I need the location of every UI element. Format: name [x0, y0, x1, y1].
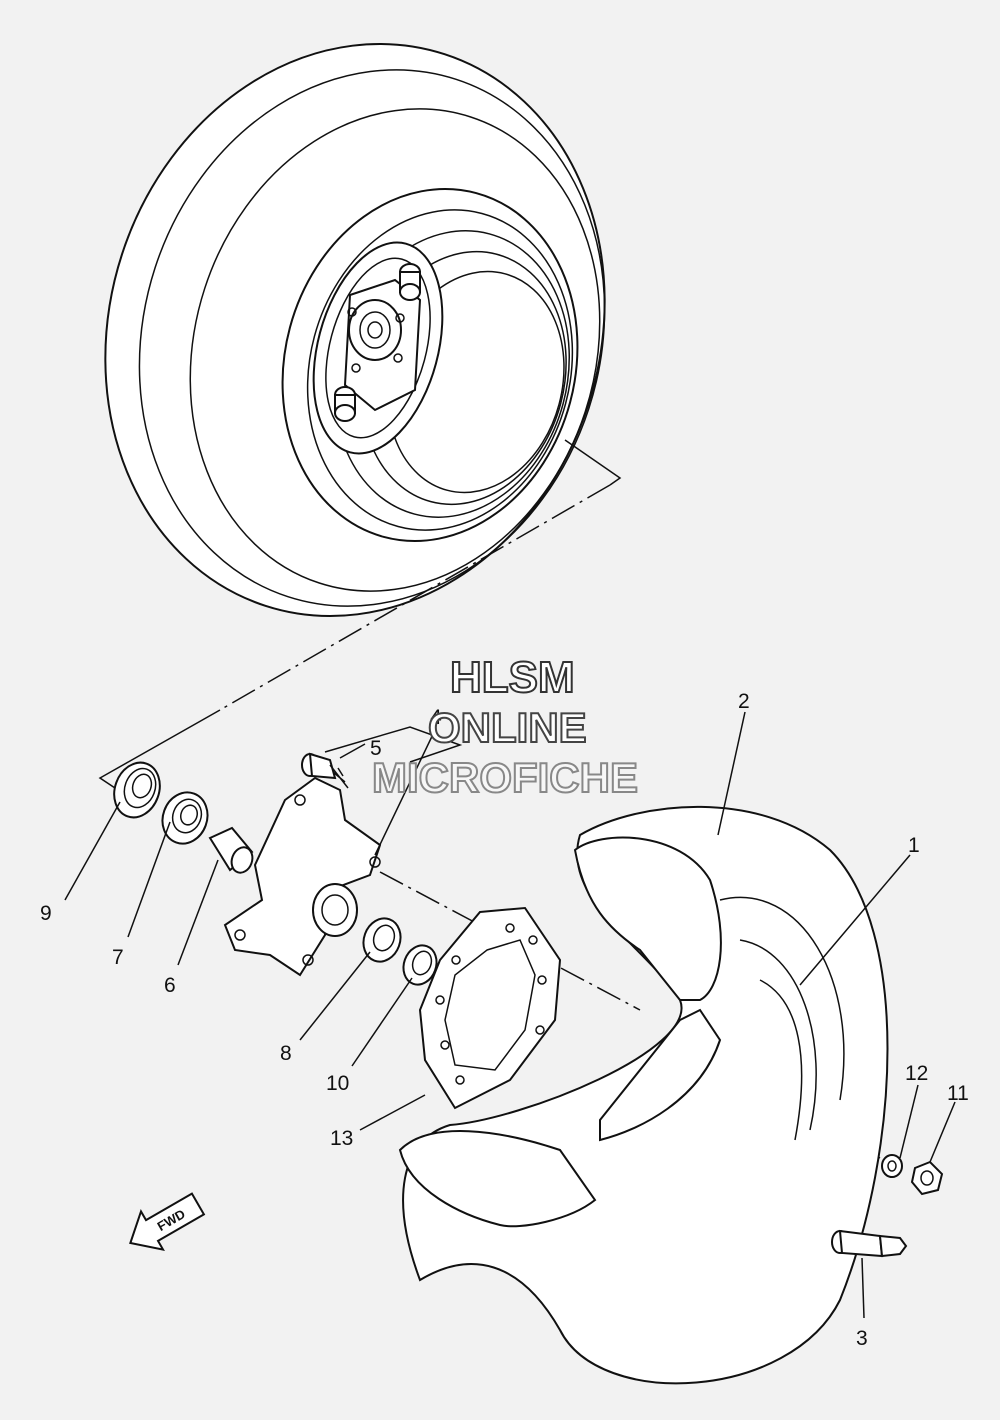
callout-3: 3 — [856, 1327, 868, 1350]
callout-6: 6 — [164, 974, 176, 997]
hub-4 — [223, 776, 382, 977]
arrow-down-left-icon — [129, 1192, 206, 1251]
part-callouts: 1 2 3 4 5 6 7 8 9 10 11 12 13 — [40, 690, 969, 1350]
gasket-13 — [418, 906, 562, 1110]
callout-10: 10 — [326, 1072, 349, 1095]
exploded-parts — [113, 752, 944, 1385]
callout-9: 9 — [40, 902, 52, 925]
callout-7: 7 — [112, 946, 124, 969]
watermark: HLSM ONLINE MICROFICHE — [371, 652, 639, 802]
callout-5: 5 — [370, 737, 382, 760]
callout-12: 12 — [905, 1062, 928, 1085]
watermark-line-2: ONLINE — [428, 704, 587, 751]
nut-11 — [910, 1160, 944, 1196]
spacer-6 — [208, 826, 254, 874]
bearing-7 — [161, 791, 209, 845]
callout-2: 2 — [738, 690, 750, 713]
callout-11: 11 — [947, 1082, 969, 1105]
callout-4: 4 — [430, 706, 442, 729]
rim-1 — [398, 836, 722, 1228]
stud-bolt-5 — [301, 752, 349, 789]
callout-13: 13 — [330, 1127, 353, 1150]
valve-3 — [831, 1229, 908, 1258]
fwd-direction-arrow: FWD — [129, 1192, 206, 1251]
assembled-wheel — [104, 42, 606, 618]
leader-lines — [64, 711, 956, 1319]
washer-12 — [881, 1154, 903, 1178]
callout-8: 8 — [280, 1042, 292, 1065]
oil-seal-9 — [113, 761, 161, 819]
watermark-line-1: HLSM — [450, 653, 575, 702]
watermark-line-3: MICROFICHE — [372, 754, 638, 801]
callout-1: 1 — [908, 834, 920, 857]
bearing-8 — [362, 917, 402, 963]
